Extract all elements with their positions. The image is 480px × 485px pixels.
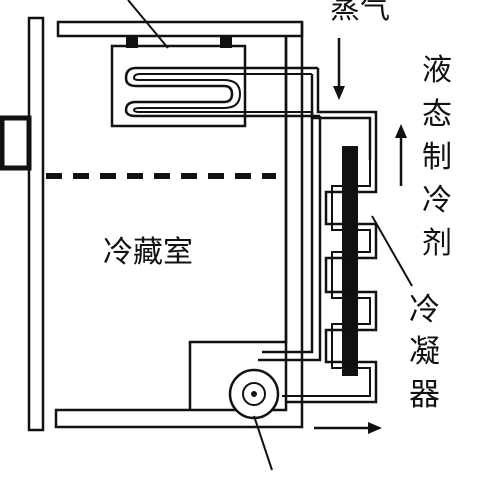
label-liquid-refrigerant-4: 剂 bbox=[422, 226, 452, 261]
cabinet-right-wall-inner bbox=[188, 36, 288, 410]
condenser-coil bbox=[286, 160, 378, 404]
label-steam: 蒸气 bbox=[330, 0, 390, 26]
refrigerator-door bbox=[27, 16, 45, 432]
compressor-inner-ring bbox=[242, 382, 266, 406]
label-cold-room: 冷藏室 bbox=[103, 235, 193, 270]
leader-line-compressor bbox=[253, 415, 273, 471]
evaporator-coil-inner bbox=[132, 73, 312, 113]
pipe-to-condenser bbox=[310, 68, 378, 160]
suction-pipe bbox=[258, 112, 322, 362]
condenser-coil-inner bbox=[282, 160, 371, 397]
label-liquid-refrigerant-0: 液 bbox=[422, 53, 452, 88]
label-condenser-0: 冷 bbox=[409, 292, 440, 328]
evaporator-bracket-left bbox=[126, 36, 138, 48]
evaporator-bracket-right bbox=[220, 36, 232, 48]
arrow-liquid-up-head bbox=[395, 124, 407, 138]
label-liquid-refrigerant-3: 冷 bbox=[422, 183, 452, 218]
label-condenser-1: 凝 bbox=[409, 334, 440, 370]
condenser-bar bbox=[342, 146, 358, 376]
door-handle bbox=[0, 115, 32, 171]
label-condenser-2: 器 bbox=[409, 377, 440, 413]
leader-line-evaporator bbox=[127, 0, 169, 49]
label-liquid-refrigerant-1: 态 bbox=[422, 97, 452, 132]
compressor-center bbox=[251, 391, 257, 397]
leader-line-condenser bbox=[371, 215, 413, 287]
arrow-right-head bbox=[368, 422, 382, 434]
label-liquid-refrigerant-2: 制 bbox=[422, 140, 452, 175]
cabinet-top-wall bbox=[56, 20, 304, 38]
evaporator-coil bbox=[124, 66, 320, 118]
arrow-steam-down-head bbox=[333, 86, 345, 100]
